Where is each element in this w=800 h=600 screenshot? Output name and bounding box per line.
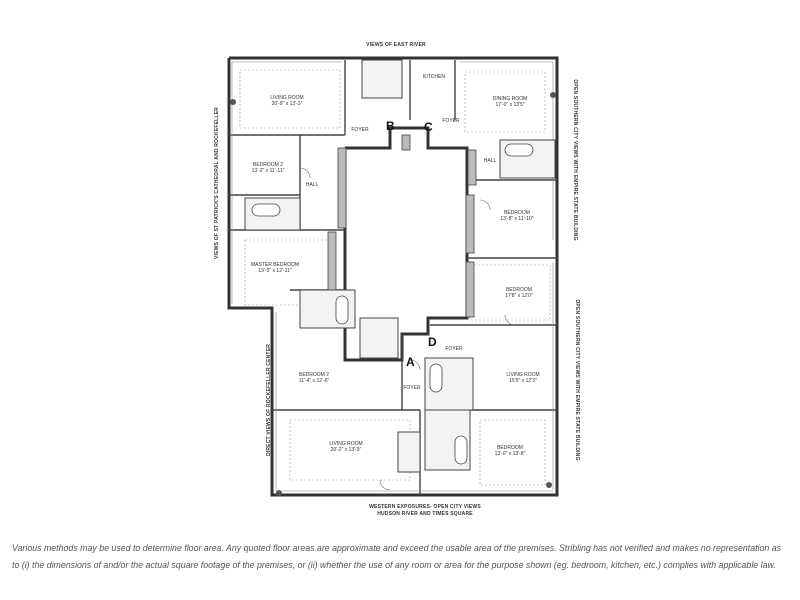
room-name-c-foyer: FOYER bbox=[442, 118, 460, 124]
room-dim-a-bedroom2: 11'-4" x 12'-6" bbox=[299, 378, 330, 384]
columns bbox=[230, 92, 556, 496]
view-label-left-upper: VIEWS OF ST PATRICK'S CATHEDRAL AND ROCK… bbox=[214, 107, 220, 259]
room-dim-a-bedroom: 13'-0" x 13'-8" bbox=[495, 451, 526, 457]
room-name-b-master: MASTER BEDROOM bbox=[251, 262, 299, 268]
room-name-c-hall: HALL bbox=[484, 158, 497, 164]
floor-plan: VIEWS OF EAST RIVER VIEWS OF ST PATRICK'… bbox=[214, 42, 580, 517]
room-name-a-foyer: FOYER bbox=[403, 385, 421, 391]
room-dim-b-master: 19'-5" x 12'-11" bbox=[258, 268, 291, 274]
room-dim-c-dining: 17'-0" x 13'5" bbox=[495, 102, 524, 108]
view-label-bottom-1: WESTERN EXPOSURES- OPEN CITY VIEWS bbox=[369, 504, 481, 510]
room-name-d-living: LIVING ROOM bbox=[506, 372, 539, 378]
view-label-right-upper: OPEN SOUTHERN CITY VIEWS WITH EMPIRE STA… bbox=[572, 79, 578, 240]
room-dim-a-living: 20'-2" x 13'-9" bbox=[331, 447, 362, 453]
room-dim-d-living: 15'9" x 12'3" bbox=[509, 378, 537, 384]
room-name-d-foyer: FOYER bbox=[445, 346, 463, 352]
room-dim-c-bedroom: 13'-8" x 11'-10" bbox=[500, 216, 533, 222]
room-name-b-living: LIVING ROOM bbox=[270, 95, 303, 101]
room-name-c-bedroom: BEDROOM bbox=[504, 210, 530, 216]
room-name-a-bedroom: BEDROOM bbox=[497, 445, 523, 451]
room-name-c-bedroom2: BEDROOM bbox=[506, 287, 532, 293]
dashed-outlines bbox=[239, 69, 551, 486]
room-name-a-living: LIVING ROOM bbox=[329, 441, 362, 447]
unit-marker-c: C bbox=[424, 120, 433, 134]
room-name-a-bedroom2: BEDROOM 2 bbox=[299, 372, 329, 378]
closets bbox=[327, 134, 477, 318]
outer-walls bbox=[227, 56, 559, 497]
view-label-top: VIEWS OF EAST RIVER bbox=[366, 42, 426, 48]
room-dim-b-bedroom2: 13'-2" x 11'-11" bbox=[252, 168, 285, 174]
room-name-b-kitchen: KITCHEN bbox=[423, 74, 445, 80]
unit-marker-a: A bbox=[406, 355, 415, 369]
room-name-b-hall: HALL bbox=[306, 182, 319, 188]
room-name-c-dining: DINING ROOM bbox=[493, 96, 527, 102]
unit-marker-d: D bbox=[428, 335, 437, 349]
room-name-b-bedroom2: BEDROOM 2 bbox=[253, 162, 283, 168]
room-dim-c-bedroom2: 17'8" x 12'0" bbox=[505, 293, 533, 299]
unit-marker-b: B bbox=[386, 119, 395, 133]
room-dim-b-living: 20'-9" x 13'-3" bbox=[272, 101, 303, 107]
door-swings bbox=[299, 167, 516, 491]
view-label-right-lower: OPEN SOUTHERN CITY VIEWS WITH EMPIRE STA… bbox=[574, 299, 580, 460]
bathtubs bbox=[251, 143, 534, 465]
view-label-bottom-2: HUDSON RIVER AND TIMES SQUARE bbox=[377, 511, 473, 517]
room-name-b-foyer: FOYER bbox=[351, 127, 369, 133]
disclaimer-text: Various methods may be used to determine… bbox=[12, 543, 782, 570]
view-label-left-lower: DIRECT VIEWS OF ROCKEFELLER CENTER bbox=[266, 344, 272, 456]
